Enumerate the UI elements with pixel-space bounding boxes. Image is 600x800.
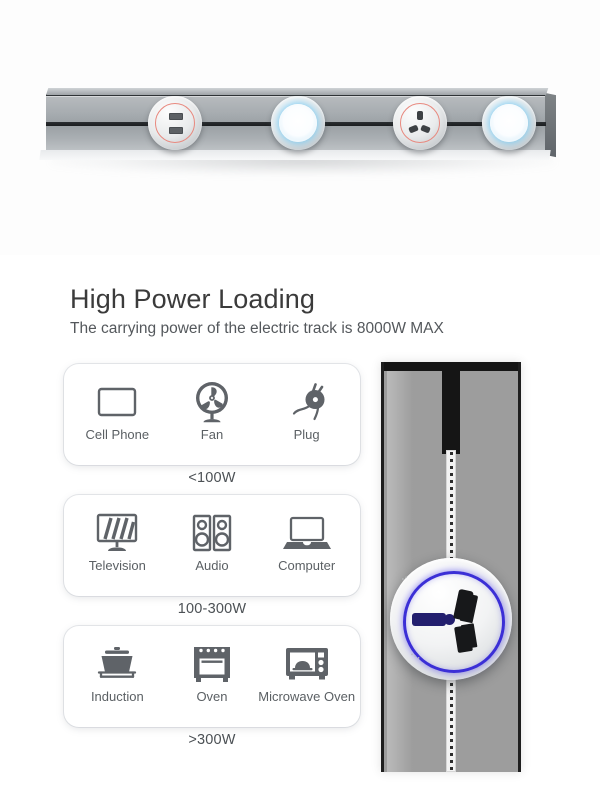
fan-icon	[192, 376, 232, 428]
power-group-high: Induction	[64, 626, 360, 748]
plug-icon	[285, 376, 329, 428]
socket-module[interactable]	[393, 96, 447, 150]
appliance-label: Oven	[196, 689, 228, 704]
audio-speaker-icon	[191, 507, 233, 559]
lamp-glow-2-icon	[490, 104, 528, 142]
rail-top-edge	[46, 88, 549, 95]
usb-module[interactable]	[148, 96, 202, 150]
appliance-fan: Fan	[165, 376, 259, 442]
rail-base-ledge	[39, 150, 551, 160]
usb-module-ring	[155, 103, 195, 143]
product-hero-photo	[0, 0, 600, 255]
power-range-label: >300W	[188, 732, 236, 748]
appliance-label: Audio	[195, 558, 229, 573]
induction-cooker-icon	[92, 638, 142, 690]
computer-laptop-icon	[282, 507, 332, 559]
electric-track-rail	[36, 88, 564, 180]
socket-led-ring-icon	[403, 571, 505, 673]
appliance-computer: Computer	[260, 507, 354, 573]
appliance-cell-phone: Cell Phone	[70, 376, 164, 442]
track-vertical-stem	[442, 362, 460, 454]
appliance-label: Computer	[278, 558, 336, 573]
power-card-high: Induction	[64, 626, 360, 727]
lamp-glow-1-icon	[279, 104, 317, 142]
appliance-television: Television	[70, 507, 164, 573]
socket-top-marking: • •	[400, 574, 409, 584]
page-subtitle: The carrying power of the electric track…	[70, 320, 444, 337]
vertical-track-panel: • • • • •	[381, 362, 521, 772]
lamp-module-1[interactable]	[271, 96, 325, 150]
television-icon	[94, 507, 140, 559]
power-range-label: 100-300W	[177, 601, 247, 617]
socket-module-ring	[400, 103, 440, 143]
power-group-mid: Television Audio	[64, 495, 360, 617]
microwave-oven-icon	[282, 638, 332, 690]
universal-power-socket[interactable]: • • • • •	[390, 558, 512, 680]
socket-earth-slot-icon	[417, 111, 423, 120]
appliance-label: Microwave Oven	[258, 689, 356, 704]
appliance-oven: Oven	[165, 638, 259, 704]
cell-phone-icon	[96, 376, 138, 428]
power-range-label: <100W	[188, 470, 236, 486]
appliance-audio: Audio	[165, 507, 259, 573]
lamp-module-2[interactable]	[482, 96, 536, 150]
appliance-label: Television	[88, 558, 146, 573]
appliance-plug: Plug	[260, 376, 354, 442]
appliance-label: Cell Phone	[85, 427, 150, 442]
oven-icon	[189, 638, 235, 690]
power-card-low: Cell Phone	[64, 364, 360, 465]
usb-port-top-icon	[169, 113, 183, 120]
appliance-microwave: Microwave Oven	[258, 638, 356, 704]
page-title: High Power Loading	[70, 284, 315, 314]
socket-inserted-plug-pin	[412, 613, 455, 626]
appliance-label: Plug	[293, 427, 320, 442]
power-card-mid: Television Audio	[64, 495, 360, 596]
panel-sheen	[387, 362, 413, 772]
power-category-list: Cell Phone	[64, 364, 360, 757]
usb-port-bottom-icon	[169, 127, 183, 134]
appliance-induction: Induction	[70, 638, 164, 704]
appliance-label: Induction	[90, 689, 144, 704]
power-group-low: Cell Phone	[64, 364, 360, 486]
appliance-label: Fan	[200, 427, 224, 442]
